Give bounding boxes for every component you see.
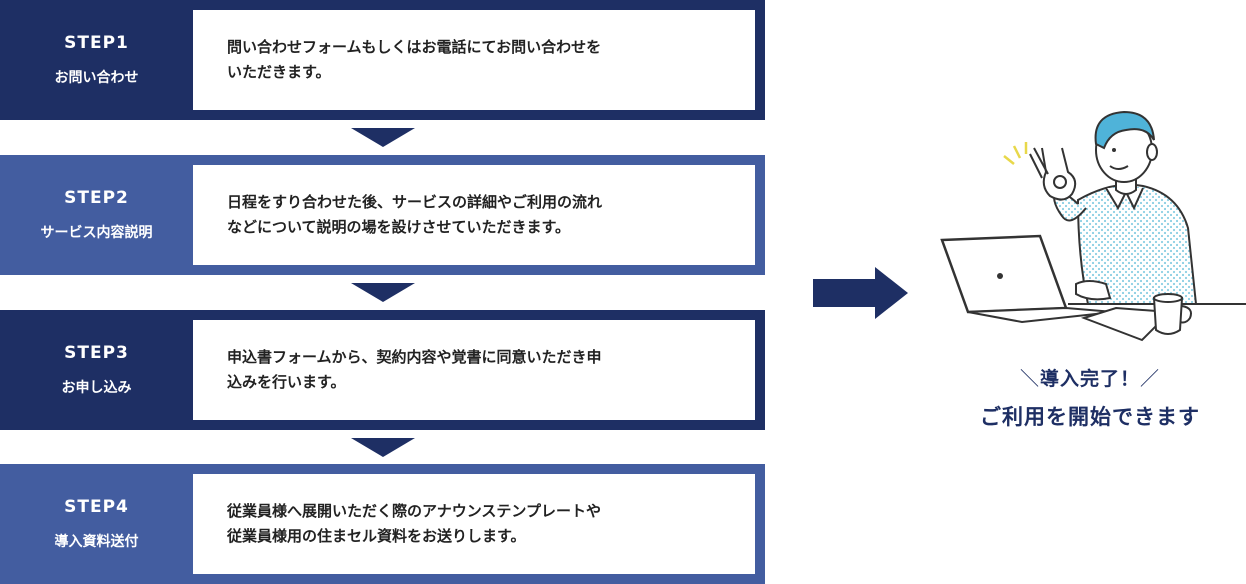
- completion-message: ＼導入完了！／ ご利用を開始できます: [940, 364, 1240, 431]
- step-4-description: 従業員様へ展開いただく際のアナウンステンプレートや 従業員様用の住まセル資料をお…: [227, 502, 601, 545]
- right-arrow-icon: [813, 267, 908, 319]
- step-4-name: 導入資料送付: [54, 534, 139, 550]
- down-arrow-icon: [351, 283, 415, 302]
- down-arrow-icon: [351, 438, 415, 457]
- slash-right: ／: [1140, 368, 1161, 390]
- down-arrow-icon: [351, 128, 415, 147]
- step-1: STEP1 お問い合わせ 問い合わせフォームもしくはお電話にてお問い合わせを い…: [0, 0, 765, 120]
- step-4-label: STEP4 導入資料送付: [0, 464, 193, 584]
- completion-subtitle: ご利用を開始できます: [980, 405, 1200, 429]
- step-1-description: 問い合わせフォームもしくはお電話にてお問い合わせを いただきます。: [227, 38, 602, 81]
- person-at-laptop-illustration: [940, 110, 1246, 342]
- step-2-number: STEP2: [64, 188, 129, 208]
- step-3: STEP3 お申し込み 申込書フォームから、契約内容や覚書に同意いただき申 込み…: [0, 310, 765, 430]
- step-1-description-box: 問い合わせフォームもしくはお電話にてお問い合わせを いただきます。: [193, 10, 755, 110]
- step-4-number: STEP4: [64, 497, 129, 517]
- step-1-number: STEP1: [64, 33, 129, 53]
- step-4-description-box: 従業員様へ展開いただく際のアナウンステンプレートや 従業員様用の住まセル資料をお…: [193, 474, 755, 574]
- step-3-name: お申し込み: [61, 380, 132, 396]
- step-4: STEP4 導入資料送付 従業員様へ展開いただく際のアナウンステンプレートや 従…: [0, 464, 765, 584]
- step-2-description: 日程をすり合わせた後、サービスの詳細やご利用の流れ などについて説明の場を設けさ…: [227, 193, 603, 236]
- step-3-description: 申込書フォームから、契約内容や覚書に同意いただき申 込みを行います。: [227, 348, 602, 391]
- step-1-name: お問い合わせ: [54, 70, 139, 86]
- step-3-number: STEP3: [64, 343, 129, 363]
- step-3-description-box: 申込書フォームから、契約内容や覚書に同意いただき申 込みを行います。: [193, 320, 755, 420]
- step-1-label: STEP1 お問い合わせ: [0, 0, 193, 120]
- step-2-name: サービス内容説明: [40, 225, 153, 241]
- completion-headline: ＼導入完了！／: [940, 364, 1240, 391]
- step-3-label: STEP3 お申し込み: [0, 310, 193, 430]
- step-2-label: STEP2 サービス内容説明: [0, 155, 193, 275]
- completion-title: 導入完了！: [1039, 368, 1140, 390]
- slash-left: ＼: [1019, 368, 1040, 390]
- step-2-description-box: 日程をすり合わせた後、サービスの詳細やご利用の流れ などについて説明の場を設けさ…: [193, 165, 755, 265]
- step-2: STEP2 サービス内容説明 日程をすり合わせた後、サービスの詳細やご利用の流れ…: [0, 155, 765, 275]
